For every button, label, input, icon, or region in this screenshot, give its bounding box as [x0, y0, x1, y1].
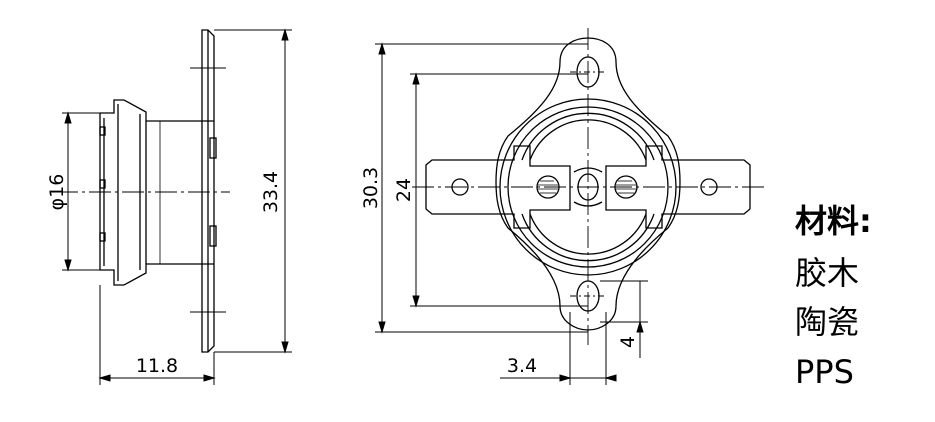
- material-item: 胶木: [795, 254, 860, 292]
- material-item: PPS: [795, 353, 854, 391]
- front-view: [412, 28, 768, 345]
- dim-offset-label: 3.4: [507, 355, 537, 377]
- dim-height-label: 33.4: [260, 171, 282, 213]
- dim-depth-label: 11.8: [136, 355, 178, 377]
- dim-span-label: 30.3: [360, 167, 382, 209]
- dim-hole-label: 4: [617, 336, 639, 348]
- dim-inner-span-label: 24: [393, 178, 415, 202]
- side-view-dimensions: [62, 28, 292, 385]
- side-view: [56, 29, 230, 353]
- front-view-dimensions: [375, 42, 648, 385]
- material-item: 陶瓷: [795, 303, 860, 341]
- dim-diameter-label: φ16: [46, 174, 68, 211]
- materials-title: 材料:: [795, 202, 872, 240]
